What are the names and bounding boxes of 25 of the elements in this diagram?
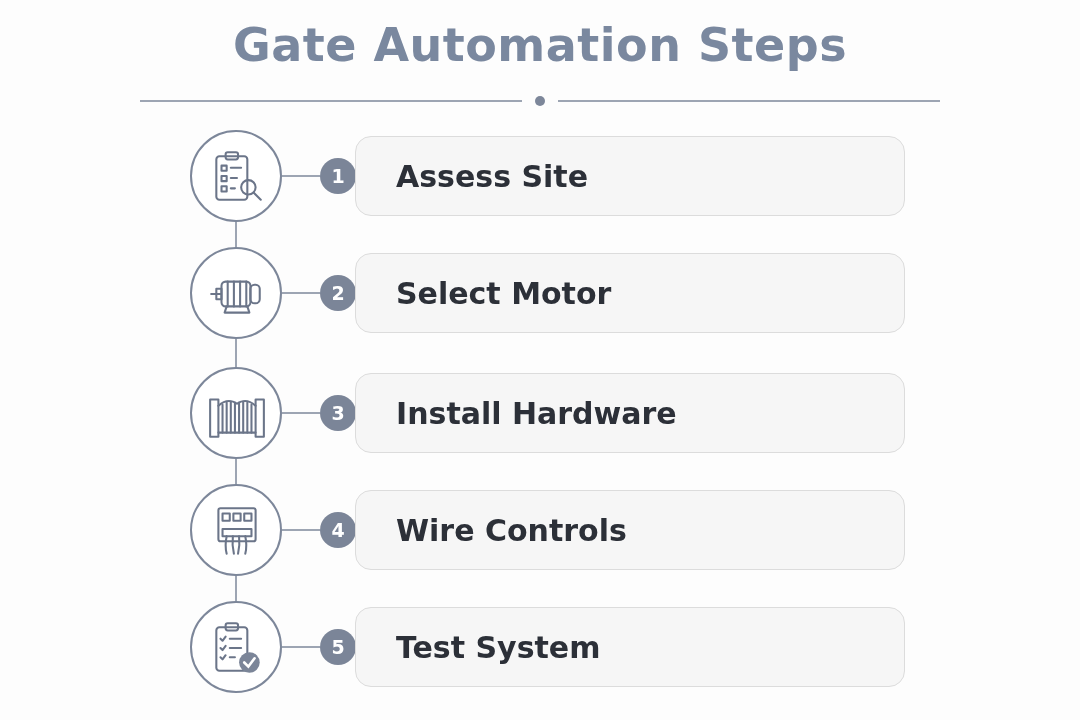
number-badge: 5 bbox=[320, 629, 356, 665]
step-label: Wire Controls bbox=[396, 512, 627, 548]
number-badge: 2 bbox=[320, 275, 356, 311]
step-card bbox=[355, 373, 905, 453]
connector-line bbox=[235, 221, 237, 248]
step-label: Test System bbox=[396, 629, 601, 665]
connector-line bbox=[281, 529, 321, 531]
connector-line bbox=[281, 646, 321, 648]
title: Gate Automation Steps bbox=[231, 18, 849, 72]
step-card bbox=[355, 253, 905, 333]
connector-line bbox=[235, 458, 237, 485]
step-label: Install Hardware bbox=[396, 395, 677, 431]
connector-line bbox=[281, 292, 321, 294]
number-badge: 3 bbox=[320, 395, 356, 431]
step-label: Select Motor bbox=[396, 275, 612, 311]
connector-line bbox=[281, 412, 321, 414]
connector-line bbox=[281, 175, 321, 177]
step-label: Assess Site bbox=[396, 158, 588, 194]
number-badge: 4 bbox=[320, 512, 356, 548]
step-card bbox=[355, 490, 905, 570]
connector-line bbox=[235, 575, 237, 602]
step-card bbox=[355, 136, 905, 216]
number-badge: 1 bbox=[320, 158, 356, 194]
step-card bbox=[355, 607, 905, 687]
connector-line bbox=[235, 338, 237, 368]
